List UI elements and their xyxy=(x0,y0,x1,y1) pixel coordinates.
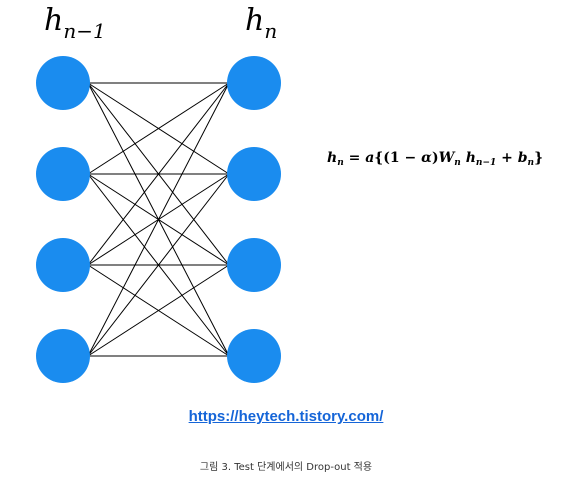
edge-2-1 xyxy=(87,82,230,175)
edge-3-1 xyxy=(87,82,230,266)
connection-lines xyxy=(87,82,230,357)
edge-4-2 xyxy=(87,173,230,357)
left-node-1 xyxy=(36,56,90,110)
current-layer-label: hn xyxy=(245,3,278,43)
edge-4-3 xyxy=(87,264,230,357)
right-node-4 xyxy=(227,329,281,383)
previous-layer-label: hn−1 xyxy=(44,3,106,43)
source-link[interactable]: https://heytech.tistory.com/ xyxy=(188,408,384,425)
right-node-3 xyxy=(227,238,281,292)
left-node-4 xyxy=(36,329,90,383)
left-node-2 xyxy=(36,147,90,201)
dropout-test-formula: hn = a{(1 − α)Wn hn−1 + bn} xyxy=(327,150,544,168)
edge-4-1 xyxy=(87,82,230,357)
right-node-1 xyxy=(227,56,281,110)
right-node-2 xyxy=(227,147,281,201)
figure-caption: 그림 3. Test 단계에서의 Drop-out 적용 xyxy=(199,462,373,473)
neuron-nodes xyxy=(36,56,281,383)
left-node-3 xyxy=(36,238,90,292)
